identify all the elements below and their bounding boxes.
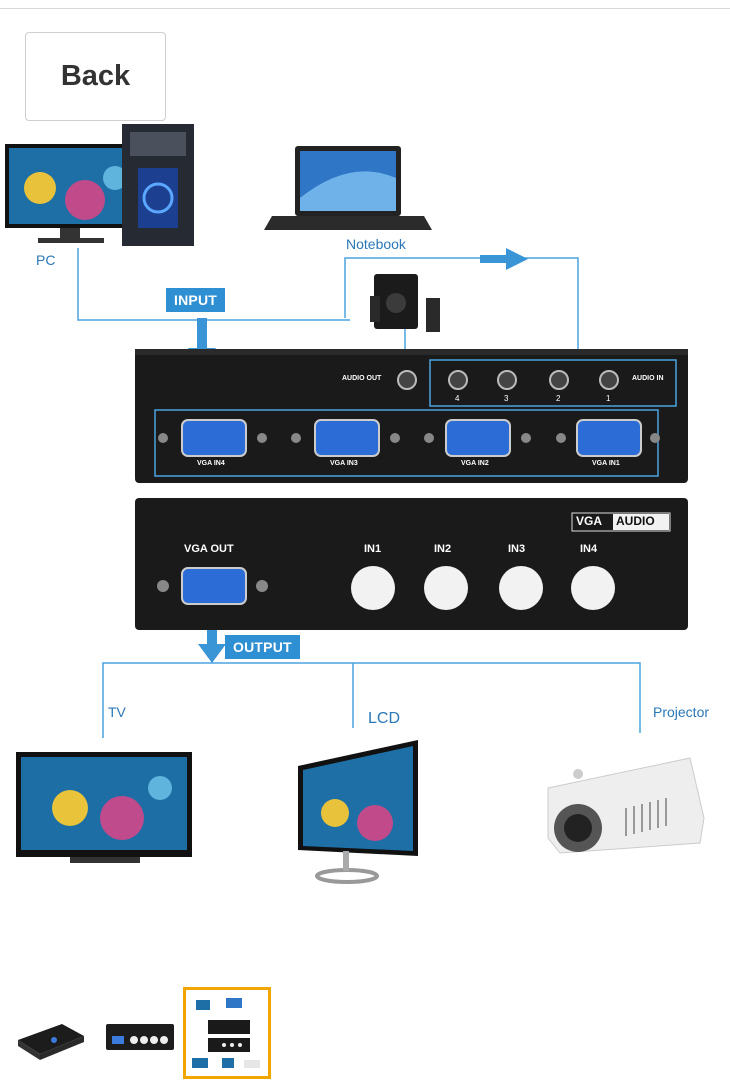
vga-port-label: VGA IN1 [592,460,620,467]
tv-label: TV [108,704,126,720]
projector-icon [547,757,705,854]
product-angle-thumbnail-image [18,1024,84,1060]
product-front-thumbnail-image [106,1024,174,1050]
connection-diagram: PC Notebook INPUT OUTPUT TV LCD Projecto… [0,118,730,888]
vga-port-label: VGA IN2 [461,460,489,467]
input-label: INPUT [166,288,225,312]
pc-monitor-icon [5,144,136,243]
pc-label: PC [36,252,56,268]
notebook-icon [264,146,432,230]
speaker-icon [370,274,440,332]
top-divider [0,8,730,9]
thumbnail-connection-diagram-selected[interactable] [183,987,271,1079]
connection-lines [77,248,641,738]
back-button[interactable]: Back [25,32,166,121]
input-button-label: IN1 [364,543,382,555]
audio-port-label: 3 [504,394,509,403]
connection-diagram-thumbnail-image [192,998,260,1068]
pc-tower-icon [122,124,194,246]
switch-back-panel [135,349,688,483]
audio-port-label: 2 [556,394,561,403]
tv-icon [16,752,192,863]
audio-in-label: AUDIO IN [632,375,664,382]
audio-port-label: 1 [606,394,611,403]
lcd-label: LCD [368,710,401,727]
thumbnail-product-angle[interactable] [14,1010,86,1064]
output-label: OUTPUT [225,635,300,659]
projector-label: Projector [653,704,710,720]
diagram-graphic [5,124,705,884]
audio-port-label: 4 [455,394,460,403]
brand-vga-label: VGA [576,514,603,528]
switch-front-panel [135,498,688,630]
input-button-label: IN2 [434,543,452,555]
notebook-label: Notebook [346,236,406,252]
vga-port-label: VGA IN4 [197,460,225,467]
input-button-label: IN3 [508,543,526,555]
input-button-label: IN4 [580,543,598,555]
thumbnail-product-front[interactable] [104,1012,176,1062]
audio-out-label: AUDIO OUT [342,375,382,382]
vga-out-label: VGA OUT [184,543,234,555]
lcd-monitor-icon [298,740,418,884]
vga-port-label: VGA IN3 [330,460,358,467]
brand-audio-label: AUDIO [616,514,655,528]
